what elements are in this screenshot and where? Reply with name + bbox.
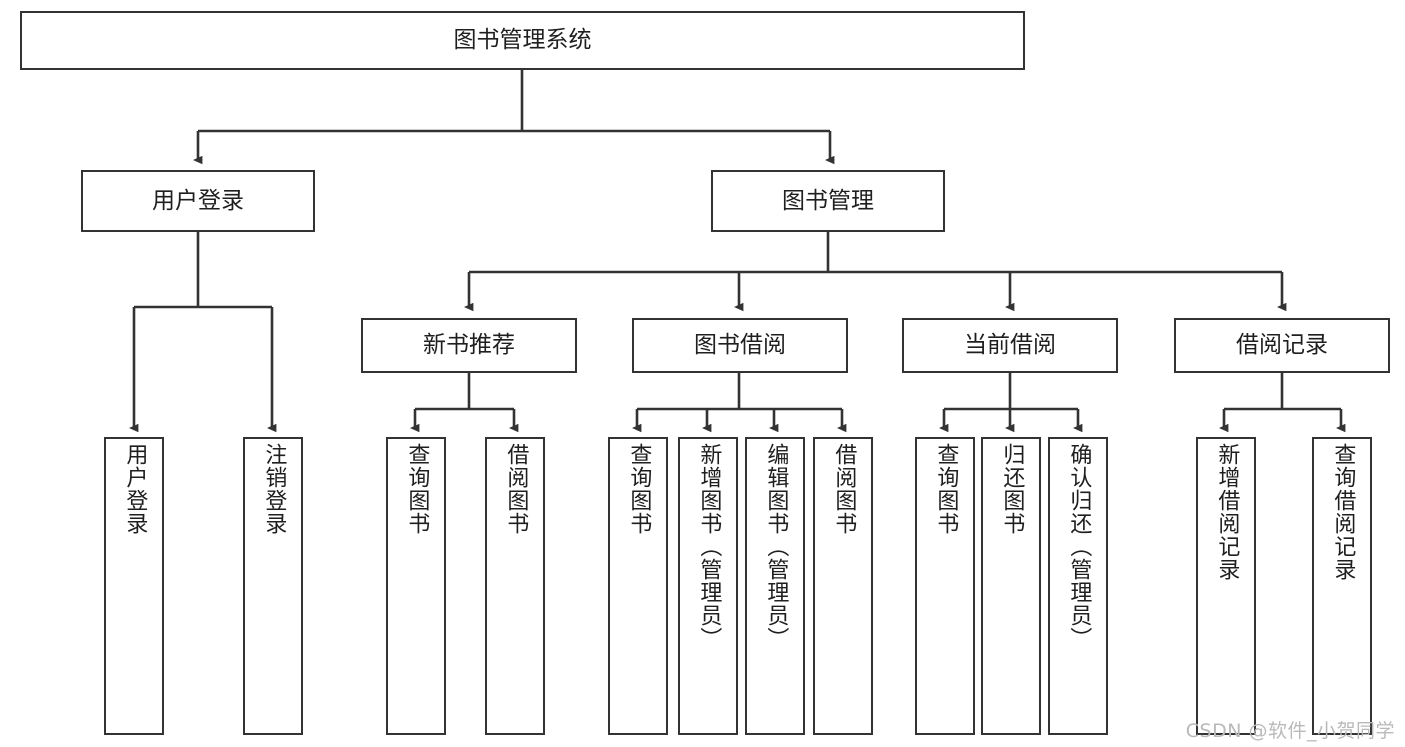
- leaf-book-borrow-query[interactable]: 查询图书: [608, 437, 668, 735]
- node-label: 新增图书（管理员）: [696, 443, 722, 650]
- node-book-management[interactable]: 图书管理: [711, 170, 945, 232]
- node-label: 查询借阅记录: [1330, 443, 1356, 581]
- node-label: 图书管理系统: [453, 27, 592, 53]
- node-label: 归还图书: [999, 443, 1025, 535]
- leaf-user-login-login[interactable]: 用户登录: [104, 437, 164, 735]
- node-new-book-recommend[interactable]: 新书推荐: [361, 318, 577, 373]
- node-label: 查询图书: [933, 443, 959, 535]
- node-label: 查询图书: [626, 443, 652, 535]
- node-label: 注销登录: [261, 443, 287, 535]
- node-root-system[interactable]: 图书管理系统: [20, 11, 1025, 70]
- leaf-user-login-logout[interactable]: 注销登录: [243, 437, 303, 735]
- node-label: 编辑图书（管理员）: [763, 443, 789, 650]
- leaf-new-book-borrow[interactable]: 借阅图书: [485, 437, 545, 735]
- leaf-current-borrow-return[interactable]: 归还图书: [981, 437, 1041, 735]
- watermark-text: CSDN @软件_小贺同学: [1185, 720, 1395, 742]
- node-book-borrow[interactable]: 图书借阅: [632, 318, 848, 373]
- node-label: 图书借阅: [694, 332, 786, 358]
- leaf-borrow-record-query[interactable]: 查询借阅记录: [1312, 437, 1372, 735]
- node-label: 图书管理: [782, 187, 874, 214]
- leaf-book-borrow-edit[interactable]: 编辑图书（管理员）: [745, 437, 805, 735]
- leaf-current-borrow-query[interactable]: 查询图书: [915, 437, 975, 735]
- node-label: 新书推荐: [423, 332, 515, 358]
- node-label: 查询图书: [404, 443, 430, 535]
- node-current-borrow[interactable]: 当前借阅: [902, 318, 1118, 373]
- node-label: 借阅图书: [503, 443, 529, 535]
- node-label: 用户登录: [152, 187, 244, 214]
- node-label: 新增借阅记录: [1214, 443, 1240, 581]
- leaf-book-borrow-borrow[interactable]: 借阅图书: [813, 437, 873, 735]
- node-label: 用户登录: [122, 443, 148, 535]
- node-user-login[interactable]: 用户登录: [81, 170, 315, 232]
- node-label: 借阅记录: [1236, 332, 1328, 358]
- node-borrow-record[interactable]: 借阅记录: [1174, 318, 1390, 373]
- node-label: 借阅图书: [831, 443, 857, 535]
- node-label: 确认归还（管理员）: [1066, 443, 1092, 650]
- node-label: 当前借阅: [964, 332, 1056, 358]
- leaf-book-borrow-add[interactable]: 新增图书（管理员）: [678, 437, 738, 735]
- leaf-new-book-query[interactable]: 查询图书: [386, 437, 446, 735]
- leaf-borrow-record-add[interactable]: 新增借阅记录: [1196, 437, 1256, 735]
- leaf-current-borrow-confirm-return[interactable]: 确认归还（管理员）: [1048, 437, 1108, 735]
